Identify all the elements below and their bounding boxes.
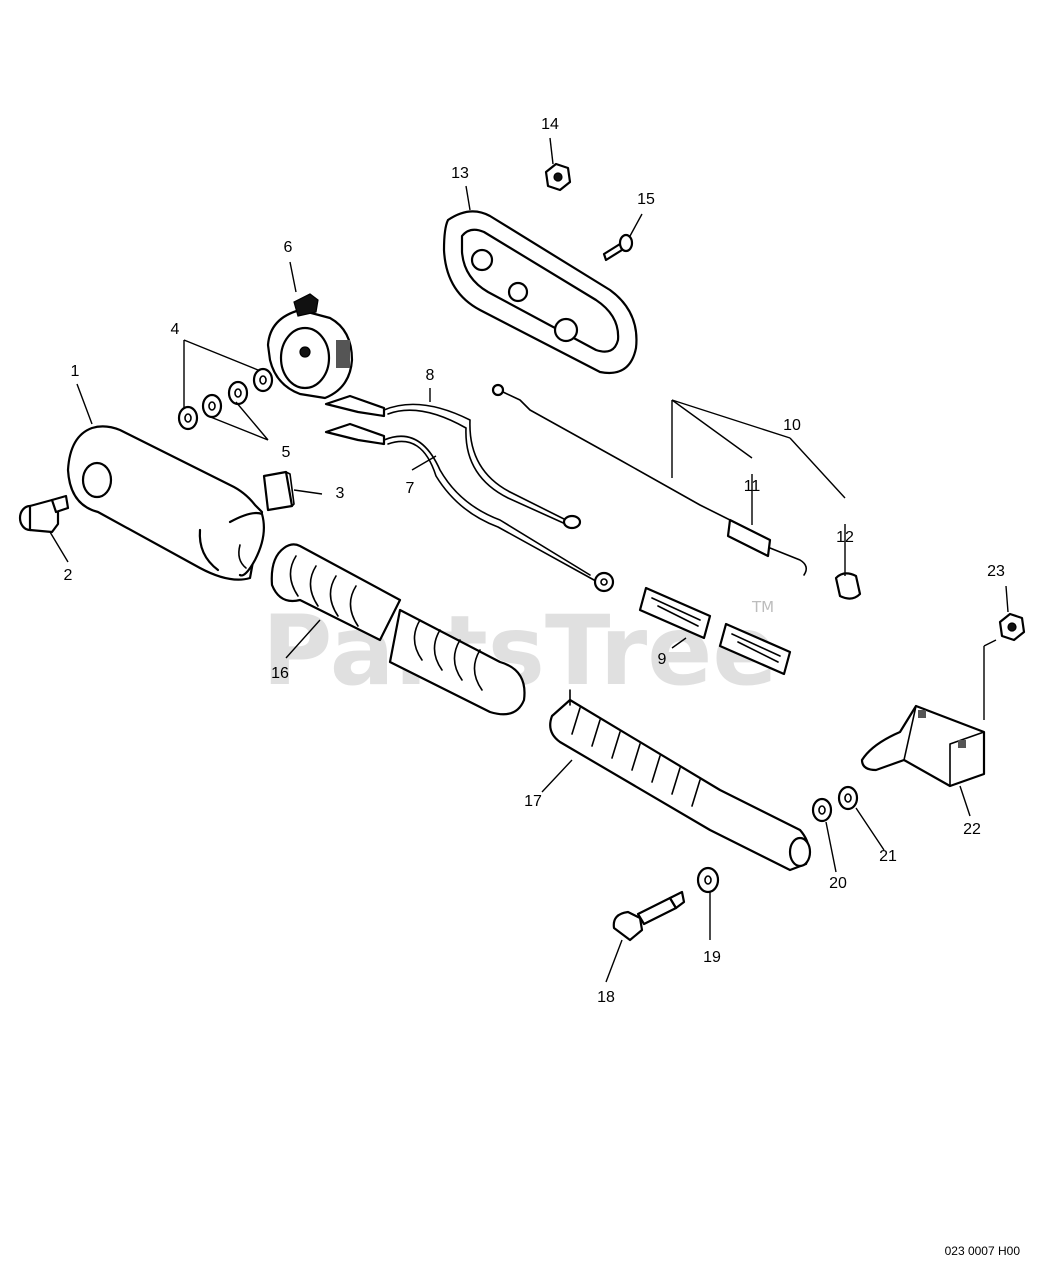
callout-11: 11 — [744, 478, 761, 495]
reference-code: 023 0007 H00 — [945, 1244, 1021, 1258]
part-23-nut — [998, 612, 1026, 642]
part-2-screw — [18, 494, 70, 534]
callout-8: 8 — [426, 367, 435, 384]
part-9-connectors — [638, 586, 792, 676]
callout-17: 17 — [524, 793, 542, 810]
part-16-spring — [270, 543, 526, 716]
callout-7: 7 — [406, 480, 415, 497]
callout-numbers: 1 2 3 4 5 6 7 8 9 10 11 12 13 14 15 16 1… — [64, 116, 1005, 1006]
part-1-housing — [66, 425, 265, 581]
part-19-washer — [696, 866, 720, 894]
part-18-bolt — [612, 890, 686, 942]
callout-2: 2 — [64, 567, 73, 584]
callout-15: 15 — [637, 191, 655, 208]
part-4-5-washers — [177, 367, 274, 431]
part-20-21-washers — [811, 785, 859, 823]
part-7-8-wires — [324, 394, 615, 593]
part-13-handle — [442, 210, 638, 375]
callout-18: 18 — [597, 989, 615, 1006]
callout-4: 4 — [171, 321, 180, 338]
part-14-nut — [544, 162, 572, 192]
part-22-bracket — [860, 704, 986, 788]
callout-1: 1 — [71, 363, 80, 380]
callout-5: 5 — [282, 444, 291, 461]
callout-20: 20 — [829, 875, 847, 892]
part-10-11-12-cable — [491, 383, 862, 600]
part-3-block — [262, 470, 295, 512]
part-15-bolt — [602, 233, 634, 262]
callout-14: 14 — [541, 116, 559, 133]
leader-lines — [49, 137, 1009, 983]
callout-3: 3 — [336, 485, 345, 502]
callout-9: 9 — [658, 651, 667, 668]
callout-6: 6 — [284, 239, 293, 256]
part-6-switch — [266, 293, 354, 400]
watermark-tm: TM — [751, 598, 774, 616]
callout-10: 10 — [783, 417, 801, 434]
callout-22: 22 — [963, 821, 981, 838]
callout-12: 12 — [836, 529, 854, 546]
callout-19: 19 — [703, 949, 721, 966]
part-17-shaft — [549, 689, 812, 872]
callout-23: 23 — [987, 563, 1005, 580]
callout-13: 13 — [451, 165, 469, 182]
callout-16: 16 — [271, 665, 289, 682]
callout-21: 21 — [879, 848, 897, 865]
